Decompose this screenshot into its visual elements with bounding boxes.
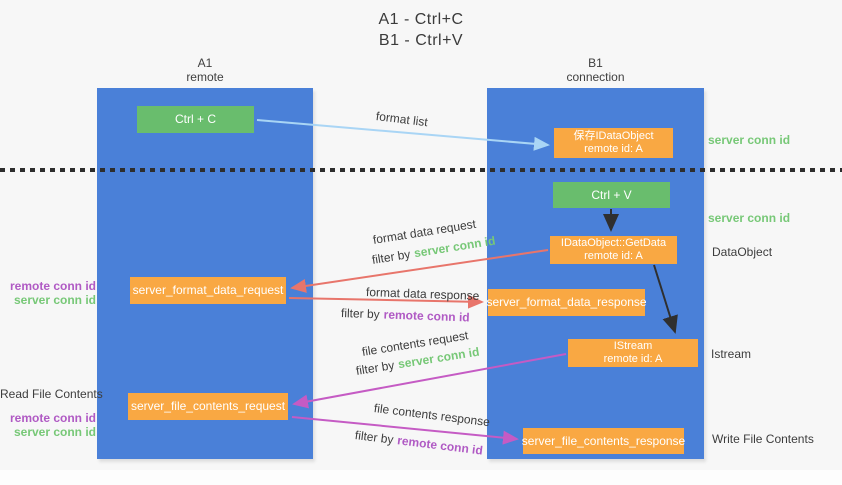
lifeline-header-a1: A1 remote bbox=[97, 56, 313, 84]
title-line-1: A1 - Ctrl+C bbox=[378, 11, 464, 28]
node-istream-line1: IStream bbox=[613, 340, 653, 352]
node-save-idataobject-line1: 保存IDataObject bbox=[573, 130, 654, 142]
label-remote-conn-id-format: remote conn id bbox=[9, 279, 96, 293]
node-server-file-contents-request: server_file_contents_request bbox=[128, 393, 288, 420]
label-server-conn-id-top: server conn id bbox=[708, 133, 791, 147]
node-idataobject-getdata-line1: IDataObject::GetData bbox=[560, 237, 667, 249]
label-read-file-contents: Read File Contents bbox=[0, 387, 103, 401]
node-save-idataobject: 保存IDataObject remote id: A bbox=[554, 128, 673, 158]
node-server-format-data-request: server_format_data_request bbox=[130, 277, 286, 304]
title-line-2: B1 - Ctrl+V bbox=[378, 32, 464, 49]
node-istream: IStream remote id: A bbox=[568, 339, 698, 367]
label-server-conn-id-mid: server conn id bbox=[708, 211, 791, 225]
lifeline-a1-name: A1 bbox=[197, 56, 213, 70]
diagram-title: A1 - Ctrl+C B1 - Ctrl+V bbox=[0, 9, 842, 51]
lifeline-b1-name: B1 bbox=[588, 56, 603, 70]
node-save-idataobject-line2: remote id: A bbox=[584, 143, 643, 155]
label-istream: Istream bbox=[711, 347, 752, 361]
remote-conn-id-text: remote conn id bbox=[396, 433, 484, 458]
filter-by-text: filter by bbox=[340, 306, 380, 322]
lifeline-b1-role: connection bbox=[566, 70, 625, 84]
filter-by-text: filter by bbox=[370, 247, 412, 267]
node-server-format-data-response: server_format_data_response bbox=[486, 289, 647, 316]
remote-conn-id-text: remote conn id bbox=[383, 307, 470, 325]
lifeline-header-b1: B1 connection bbox=[487, 56, 704, 84]
label-server-conn-id-format: server conn id bbox=[13, 293, 96, 307]
phase-divider-dotted-line bbox=[0, 168, 842, 172]
node-server-file-contents-response: server_file_contents_response bbox=[522, 428, 685, 454]
label-write-file-contents: Write File Contents bbox=[712, 432, 814, 446]
label-format-data-response: format data response bbox=[365, 285, 480, 303]
label-format-list: format list bbox=[375, 109, 429, 130]
node-istream-line2: remote id: A bbox=[603, 353, 663, 365]
label-remote-conn-id-file: remote conn id bbox=[9, 411, 96, 425]
lifeline-a1-role: remote bbox=[186, 70, 224, 84]
node-ctrl-c: Ctrl + C bbox=[137, 106, 254, 133]
node-idataobject-getdata-line2: remote id: A bbox=[584, 250, 643, 262]
label-file-contents-response: file contents response bbox=[373, 401, 491, 430]
bottom-strip bbox=[0, 470, 842, 485]
label-server-conn-id-file: server conn id bbox=[13, 425, 96, 439]
label-dataobject: DataObject bbox=[712, 245, 773, 259]
node-ctrl-v: Ctrl + V bbox=[553, 182, 670, 208]
filter-by-text: filter by bbox=[354, 358, 396, 378]
node-idataobject-getdata: IDataObject::GetData remote id: A bbox=[550, 236, 677, 264]
filter-by-text: filter by bbox=[354, 428, 395, 447]
